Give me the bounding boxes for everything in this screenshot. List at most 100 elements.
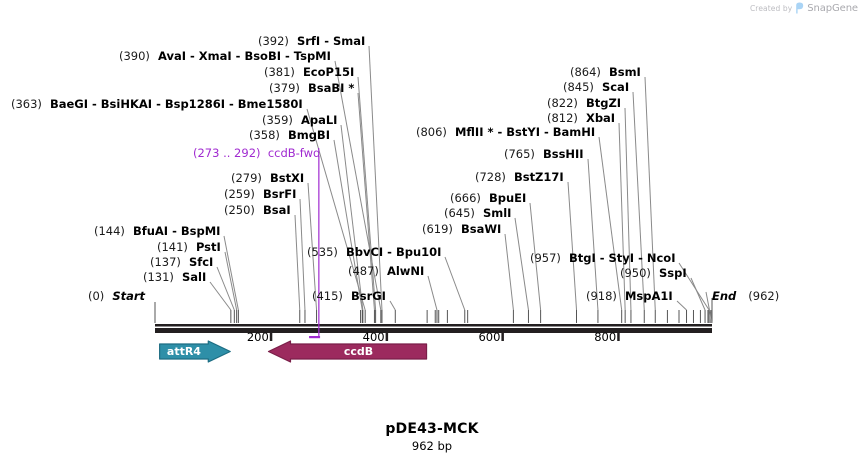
enzyme-position: (957): [530, 251, 561, 265]
snapgene-leaf-icon: [795, 2, 804, 14]
enzyme-position: (535): [307, 245, 338, 259]
end-leader-line: [705, 291, 713, 324]
feature-arrow-attR4[interactable]: [159, 340, 231, 363]
enzyme-label-MflII[interactable]: (806) MflII * - BstYI - BamHI: [416, 126, 595, 139]
enzyme-leader-line: [598, 136, 623, 311]
enzyme-label-SfcI[interactable]: (137) SfcI: [150, 256, 213, 269]
axis-tick-200: [269, 333, 273, 341]
enzyme-separator: -: [540, 125, 553, 139]
enzyme-separator: -: [634, 251, 647, 265]
enzyme-name: BsaBI *: [307, 81, 355, 95]
enzyme-name: BsiHKAI: [100, 97, 153, 111]
primer-label-ccdB-fwd[interactable]: (273 .. 292) ccdB-fwd: [193, 147, 320, 160]
enzyme-position: (381): [264, 65, 295, 79]
enzyme-name: SmlI: [482, 206, 512, 220]
enzyme-name: Bme1580I: [237, 97, 303, 111]
enzyme-label-AvaI[interactable]: (390) AvaI - XmaI - BsoBI - TspMI: [119, 50, 331, 63]
enzyme-position: (806): [416, 125, 447, 139]
enzyme-label-BbvCI[interactable]: (535) BbvCI - Bpu10I: [307, 246, 441, 259]
enzyme-leader-line: [334, 60, 382, 311]
enzyme-separator: -: [88, 97, 101, 111]
enzyme-leader-line: [389, 300, 396, 311]
enzyme-position: (279): [231, 171, 262, 185]
snapgene-watermark: Created by SnapGene: [750, 2, 858, 14]
enzyme-position: (363): [11, 97, 42, 111]
enzyme-label-BsmI[interactable]: (864) BsmI: [570, 66, 641, 79]
enzyme-position: (950): [620, 266, 651, 280]
enzyme-leader-line: [307, 182, 318, 311]
ruler-bar: [155, 328, 712, 333]
enzyme-label-SspI[interactable]: (950) SspI: [620, 267, 687, 280]
enzyme-name: BbvCI: [345, 245, 384, 259]
enzyme-separator: -: [168, 224, 181, 238]
enzyme-name: BamHI: [552, 125, 596, 139]
enzyme-name: BpuEI: [488, 191, 527, 205]
enzyme-name: MflII *: [454, 125, 494, 139]
enzyme-name: BssHII: [542, 147, 584, 161]
enzyme-name: SrfI: [296, 34, 321, 48]
start-position: (0): [88, 289, 105, 303]
enzyme-position: (845): [563, 80, 594, 94]
enzyme-name: XbaI: [585, 111, 616, 125]
enzyme-label-EcoP15I[interactable]: (381) EcoP15I: [264, 66, 354, 79]
enzyme-leader-line: [529, 202, 542, 311]
enzyme-name: ScaI: [601, 80, 630, 94]
enzyme-label-ScaI[interactable]: (845) ScaI: [563, 81, 629, 94]
enzyme-leader-line: [567, 181, 578, 311]
enzyme-name: BspMI: [180, 224, 221, 238]
enzyme-label-SrfI[interactable]: (392) SrfI - SmaI: [258, 35, 365, 48]
enzyme-label-ApaLI[interactable]: (359) ApaLI: [262, 114, 337, 127]
enzyme-label-BfuAI[interactable]: (144) BfuAI - BspMI: [94, 225, 220, 238]
enzyme-leader-line: [644, 76, 656, 311]
enzyme-label-BstXI[interactable]: (279) BstXI: [231, 172, 304, 185]
enzyme-leader-line: [624, 107, 632, 311]
enzyme-label-BaeGI[interactable]: (363) BaeGI - BsiHKAI - Bsp1286I - Bme15…: [11, 98, 303, 111]
enzyme-name: EcoP15I: [302, 65, 355, 79]
enzyme-name: StyI: [608, 251, 635, 265]
enzyme-name: BsmI: [608, 65, 641, 79]
enzyme-position: (619): [422, 222, 453, 236]
enzyme-label-SmlI[interactable]: (645) SmlI: [444, 207, 511, 220]
enzyme-label-BstZ17I[interactable]: (728) BstZ17I: [475, 171, 564, 184]
enzyme-name: Bpu10I: [395, 245, 442, 259]
enzyme-label-XbaI[interactable]: (812) XbaI: [547, 112, 615, 125]
start-name: Start: [112, 289, 146, 303]
enzyme-leader-line: [224, 251, 238, 311]
enzyme-name: BstZ17I: [513, 170, 564, 184]
enzyme-name: BmgBI: [287, 128, 330, 142]
enzyme-leader-line: [690, 277, 706, 311]
enzyme-label-SalI[interactable]: (131) SalI: [143, 271, 206, 284]
enzyme-label-BssHII[interactable]: (765) BssHII: [504, 148, 584, 161]
enzyme-position: (392): [258, 34, 289, 48]
enzyme-label-MspA1I[interactable]: (918) MspA1I: [586, 290, 673, 303]
enzyme-label-BpuEI[interactable]: (666) BpuEI: [450, 192, 526, 205]
enzyme-name: SfcI: [188, 255, 214, 269]
enzyme-label-BtgI[interactable]: (957) BtgI - StyI - NcoI: [530, 252, 675, 265]
enzyme-position: (250): [224, 203, 255, 217]
enzyme-name: BstYI: [506, 125, 540, 139]
feature-arrow-ccdB[interactable]: [267, 340, 428, 363]
plasmid-length-label: 962 bp: [411, 439, 453, 453]
enzyme-position: (728): [475, 170, 506, 184]
enzyme-label-AlwNI[interactable]: (487) AlwNI: [348, 265, 424, 278]
enzyme-label-BsaI[interactable]: (250) BsaI: [224, 204, 291, 217]
enzyme-label-BsrGI[interactable]: (415) BsrGI: [312, 290, 386, 303]
enzyme-name: MspA1I: [624, 289, 673, 303]
enzyme-position: (666): [450, 191, 481, 205]
enzyme-leader-line: [340, 124, 364, 311]
enzyme-label-BmgBI[interactable]: (358) BmgBI: [249, 129, 330, 142]
enzyme-label-BsaWI[interactable]: (619) BsaWI: [422, 223, 501, 236]
enzyme-label-BsaBI[interactable]: (379) BsaBI *: [269, 82, 354, 95]
enzyme-leader-line: [223, 235, 239, 311]
enzyme-position: (812): [547, 111, 578, 125]
enzyme-leader-line: [299, 198, 306, 311]
enzyme-leader-line: [209, 281, 232, 311]
enzyme-position: (918): [586, 289, 617, 303]
enzyme-label-PstI[interactable]: (141) PstI: [157, 241, 221, 254]
enzyme-label-BsrFI[interactable]: (259) BsrFI: [224, 188, 296, 201]
enzyme-leader-line: [618, 122, 626, 311]
enzyme-position: (144): [94, 224, 125, 238]
enzyme-name: BsrGI: [350, 289, 386, 303]
enzyme-label-BtgZI[interactable]: (822) BtgZI: [547, 97, 621, 110]
enzyme-separator: -: [493, 125, 507, 139]
